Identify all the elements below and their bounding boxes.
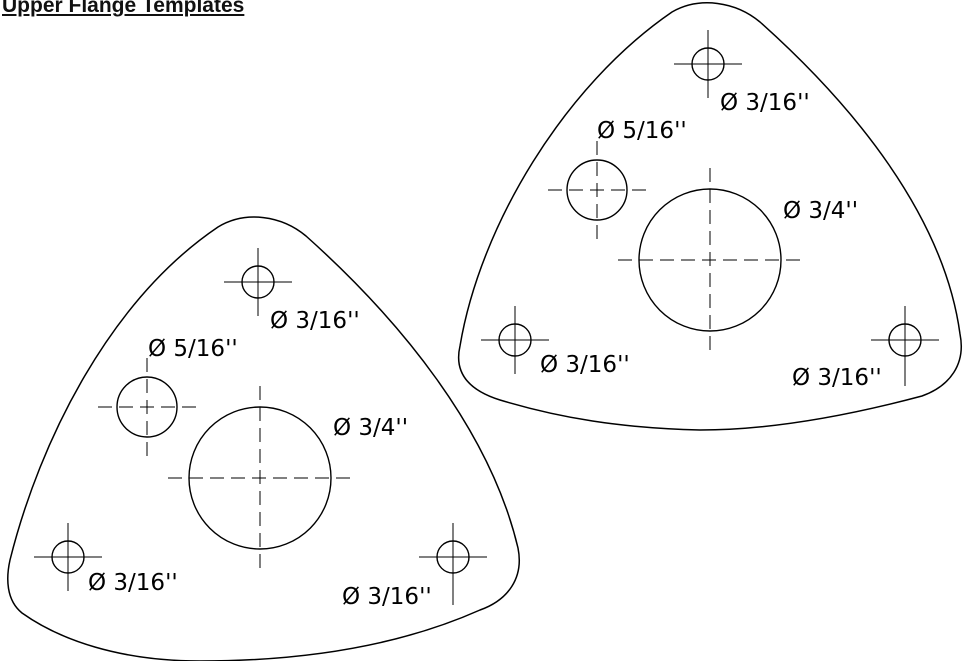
flange-template-left: Ø 3/16'' Ø 5/16'' Ø 3/4'' Ø 3/16'' Ø 3/1… [7,216,520,661]
bottom-right-hole-label: Ø 3/16'' [342,584,432,610]
side-hole [548,141,646,239]
bottom-left-hole [481,306,549,374]
center-hole [618,168,802,352]
bottom-right-hole-label: Ø 3/16'' [792,365,882,391]
page-title: Upper Flange Templates [2,0,245,17]
top-hole-label: Ø 3/16'' [270,308,360,334]
flange-template-right: Ø 3/16'' Ø 5/16'' Ø 3/4'' Ø 3/16'' Ø 3/1… [458,2,962,431]
top-hole [674,30,742,98]
center-hole [168,386,352,570]
side-hole [98,358,196,456]
bottom-left-hole-label: Ø 3/16'' [540,352,630,378]
flange-outline [7,216,520,661]
bottom-right-hole [871,306,939,386]
top-hole-label: Ø 3/16'' [720,90,810,116]
flange-outline [458,2,962,431]
center-hole-label: Ø 3/4'' [333,415,408,441]
center-hole-label: Ø 3/4'' [783,198,858,224]
side-hole-label: Ø 5/16'' [148,336,238,362]
bottom-right-hole [419,523,487,605]
side-hole-label: Ø 5/16'' [597,118,687,144]
bottom-left-hole [34,523,102,591]
bottom-left-hole-label: Ø 3/16'' [88,570,178,596]
top-hole [224,248,292,316]
